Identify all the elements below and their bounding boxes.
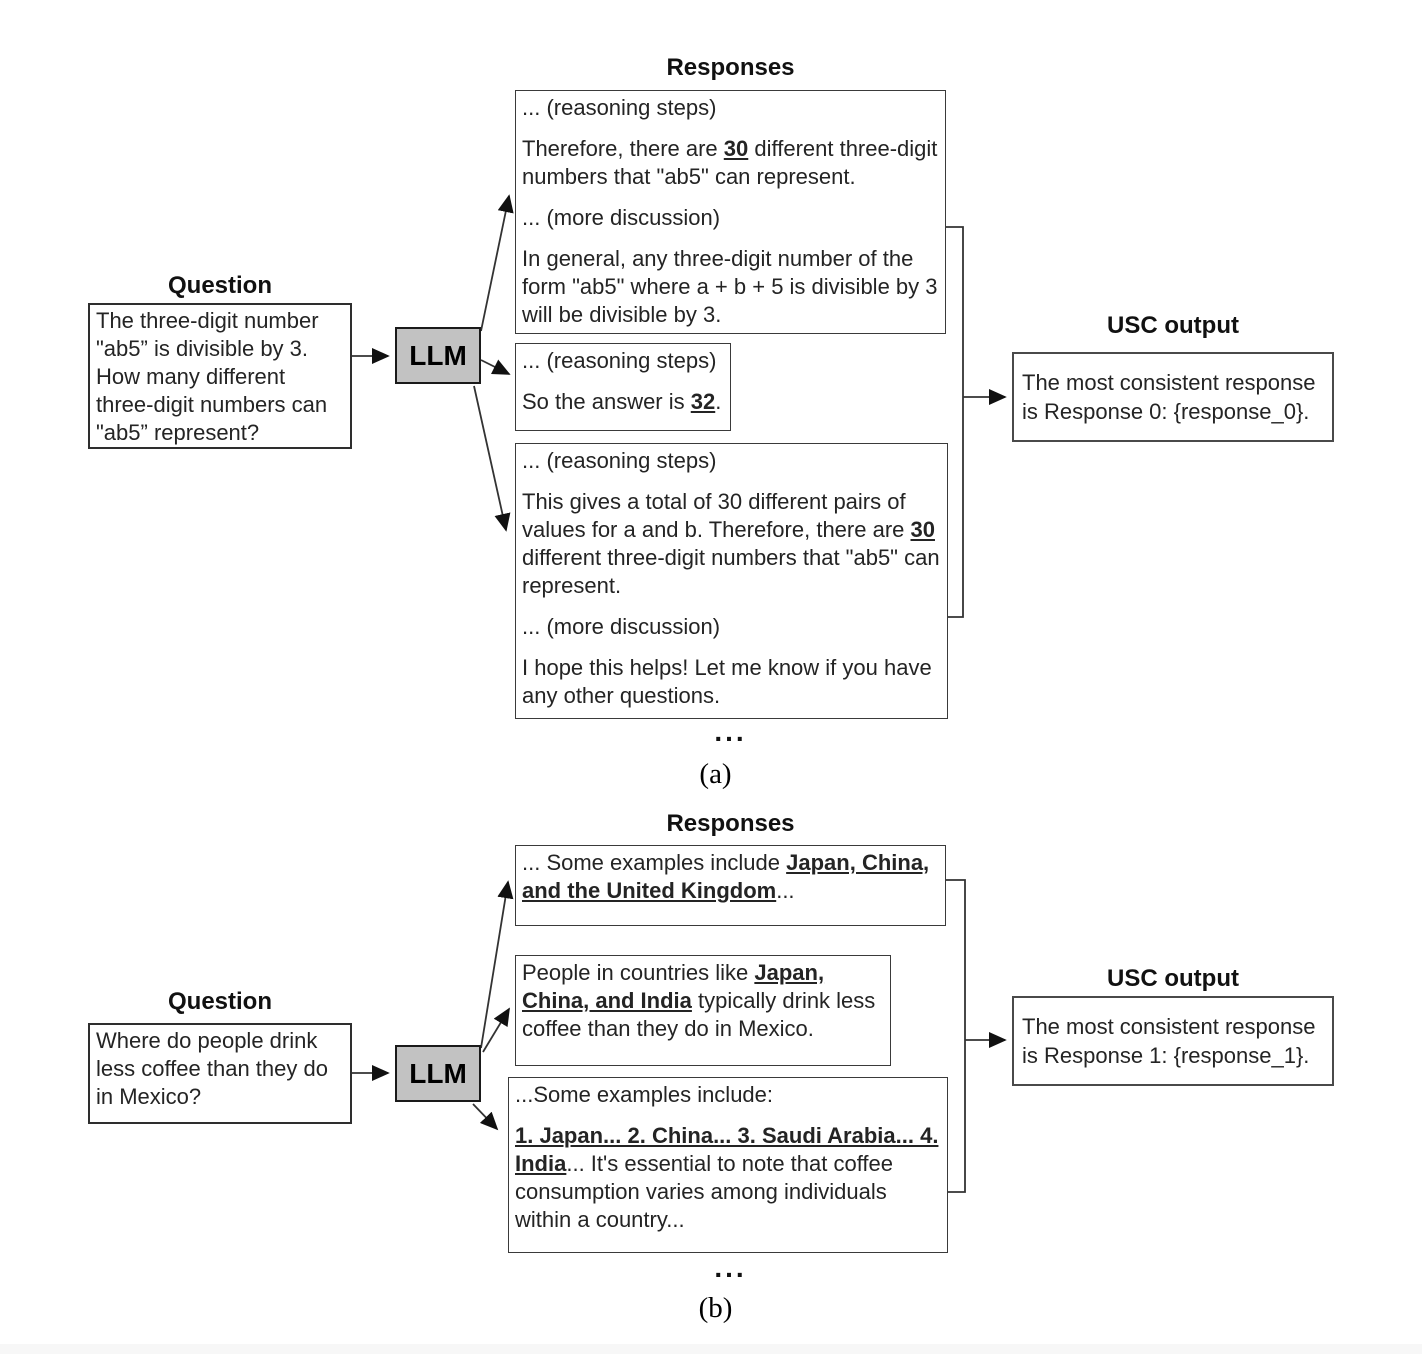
response-text: ... (reasoning steps) — [522, 448, 717, 473]
panel-caption: (b) — [698, 1292, 733, 1324]
response-text: I hope this helps! Let me know if you ha… — [522, 655, 932, 708]
response-box-2: ... (reasoning steps) So the answer is 32… — [515, 343, 731, 431]
llm-box: LLM — [395, 1045, 481, 1102]
response-text: typically drink less coffee than they do… — [522, 988, 876, 1041]
responses-ellipsis: ... — [714, 716, 747, 747]
emphasized-answer-text: Japan, China, and India — [522, 960, 825, 1013]
arrow-llm-to-response3-a — [473, 385, 511, 532]
question-label: Question — [167, 272, 272, 299]
arrow-llm-to-response1-a — [480, 194, 514, 332]
question-box: The three-digit number "ab5” is divisibl… — [88, 303, 352, 449]
response-text: ...Some examples include: — [515, 1082, 774, 1107]
response-text: ... Some examples include — [522, 850, 787, 875]
responses-ellipsis: ... — [714, 1252, 747, 1283]
response-text: ... (reasoning steps) — [522, 348, 717, 373]
response-text: ... (more discussion) — [522, 205, 721, 230]
response-text: This gives a total of 30 different pairs… — [522, 489, 911, 542]
bottom-edge-strip — [0, 1344, 1422, 1354]
response-box-2: People in countries like Japan, China, a… — [515, 955, 891, 1066]
emphasized-answer-text: 32 — [690, 389, 716, 414]
arrow-llm-to-response2-b — [482, 1007, 510, 1053]
response-text: ... It's essential to note that coffee c… — [515, 1151, 894, 1232]
response-text: ... — [776, 878, 795, 903]
response-box-3: ...Some examples include: 1. Japan... 2. … — [508, 1077, 948, 1253]
response-text: . — [715, 389, 722, 414]
response-text: different three-digit numbers that "ab5"… — [522, 136, 938, 189]
panel-caption: (a) — [699, 758, 732, 790]
response-box-1: ... Some examples include Japan, China, … — [515, 845, 946, 926]
emphasized-answer-text: 30 — [723, 136, 749, 161]
question-box: Where do people drink less coffee than t… — [88, 1023, 352, 1124]
arrow-llm-to-response2-a — [480, 359, 511, 375]
arrow-llm-to-response1-b — [480, 880, 514, 1049]
response-text: People in countries like — [522, 960, 755, 985]
usc-output-box: The most consistent response is Response… — [1012, 352, 1334, 442]
responses-label: Responses — [666, 54, 795, 81]
bracket-responses-b — [945, 879, 966, 1193]
response-text: So the answer is — [522, 389, 691, 414]
question-label: Question — [167, 988, 272, 1015]
response-text: Therefore, there are — [522, 136, 724, 161]
arrow-llm-to-response3-b — [472, 1103, 499, 1131]
response-box-3: ... (reasoning steps) This gives a total … — [515, 443, 948, 719]
response-text: ... (reasoning steps) — [522, 95, 717, 120]
response-box-1: ... (reasoning steps) Therefore, there ar… — [515, 90, 946, 334]
responses-label: Responses — [666, 810, 795, 837]
usc-output-text: The most consistent response is Response… — [1022, 1014, 1316, 1068]
emphasized-answer-text: Japan, China, and the United Kingdom — [522, 850, 930, 903]
usc-output-box: The most consistent response is Response… — [1012, 996, 1334, 1086]
usc-output-label: USC output — [1107, 965, 1239, 992]
emphasized-answer-text: 1. Japan... 2. China... 3. Saudi Arabia.… — [515, 1123, 939, 1176]
usc-output-text: The most consistent response is Response… — [1022, 370, 1316, 424]
llm-box: LLM — [395, 327, 481, 384]
response-text: different three-digit numbers that "ab5"… — [522, 545, 940, 598]
response-text: ... (more discussion) — [522, 614, 721, 639]
response-text: In general, any three-digit number of th… — [522, 246, 938, 327]
usc-output-label: USC output — [1107, 312, 1239, 339]
emphasized-answer-text: 30 — [910, 517, 935, 542]
